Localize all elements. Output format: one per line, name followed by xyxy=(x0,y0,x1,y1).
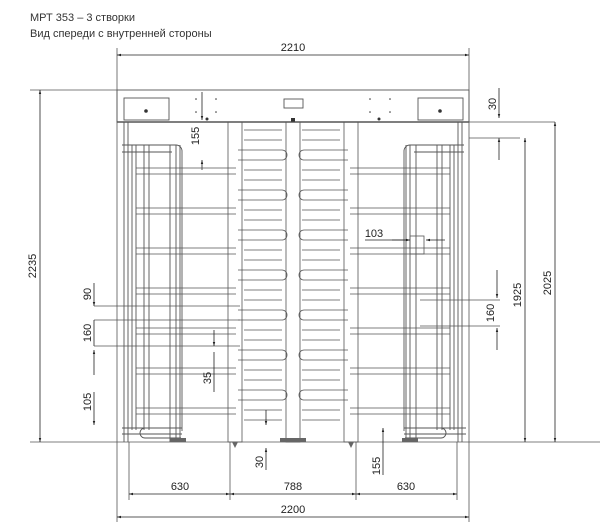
central-rotor xyxy=(227,121,359,443)
top-housing xyxy=(116,89,470,123)
svg-text:630: 630 xyxy=(397,481,415,493)
dim-left-160: 160 xyxy=(82,320,240,375)
svg-text:160: 160 xyxy=(82,324,94,342)
svg-text:35: 35 xyxy=(202,372,214,384)
svg-text:160: 160 xyxy=(485,304,497,322)
dim-left-90: 90 xyxy=(82,283,240,321)
dim-bottom-right: 630 xyxy=(356,481,457,496)
dim-bracket: 103 xyxy=(365,228,445,255)
dim-center-35: 35 xyxy=(202,330,216,392)
svg-text:155: 155 xyxy=(371,457,383,475)
dim-left-105: 105 xyxy=(82,392,96,425)
feet xyxy=(170,438,418,448)
dim-height-1925: 1925 xyxy=(512,138,527,442)
svg-text:630: 630 xyxy=(171,481,189,493)
dim-upper-gap: 155 xyxy=(190,92,204,170)
dim-top-width: 2210 xyxy=(117,42,469,57)
svg-text:788: 788 xyxy=(284,481,302,493)
svg-text:2200: 2200 xyxy=(281,504,305,516)
svg-text:1925: 1925 xyxy=(512,283,524,307)
svg-text:30: 30 xyxy=(254,456,266,468)
dim-bottom-155: 155 xyxy=(371,428,385,475)
svg-text:2235: 2235 xyxy=(27,254,39,278)
drawing-title-block: МРТ 353 – 3 створки Вид спереди с внутре… xyxy=(30,10,212,42)
dim-bottom-total: 2200 xyxy=(117,504,469,519)
svg-text:30: 30 xyxy=(487,98,499,110)
dim-height-2025: 2025 xyxy=(542,122,557,442)
housing-rivets xyxy=(144,98,442,122)
dim-bottom-left: 630 xyxy=(129,481,230,496)
dim-top-offset: 30 xyxy=(469,88,555,160)
svg-text:105: 105 xyxy=(82,393,94,411)
svg-text:2210: 2210 xyxy=(281,42,305,54)
side-bars xyxy=(136,167,450,415)
svg-text:103: 103 xyxy=(365,228,383,240)
dim-right-160: 160 xyxy=(420,270,500,350)
dim-bottom-30: 30 xyxy=(254,410,268,470)
svg-text:90: 90 xyxy=(82,288,94,300)
side-frames xyxy=(122,122,466,442)
drawing-subtitle: Вид спереди с внутренней стороны xyxy=(30,28,212,40)
svg-text:2025: 2025 xyxy=(542,271,554,295)
dim-total-height: 2235 xyxy=(27,90,42,442)
dim-bottom-center: 788 xyxy=(230,481,356,496)
drawing-title: МРТ 353 – 3 створки xyxy=(30,12,135,24)
svg-text:155: 155 xyxy=(190,127,202,145)
